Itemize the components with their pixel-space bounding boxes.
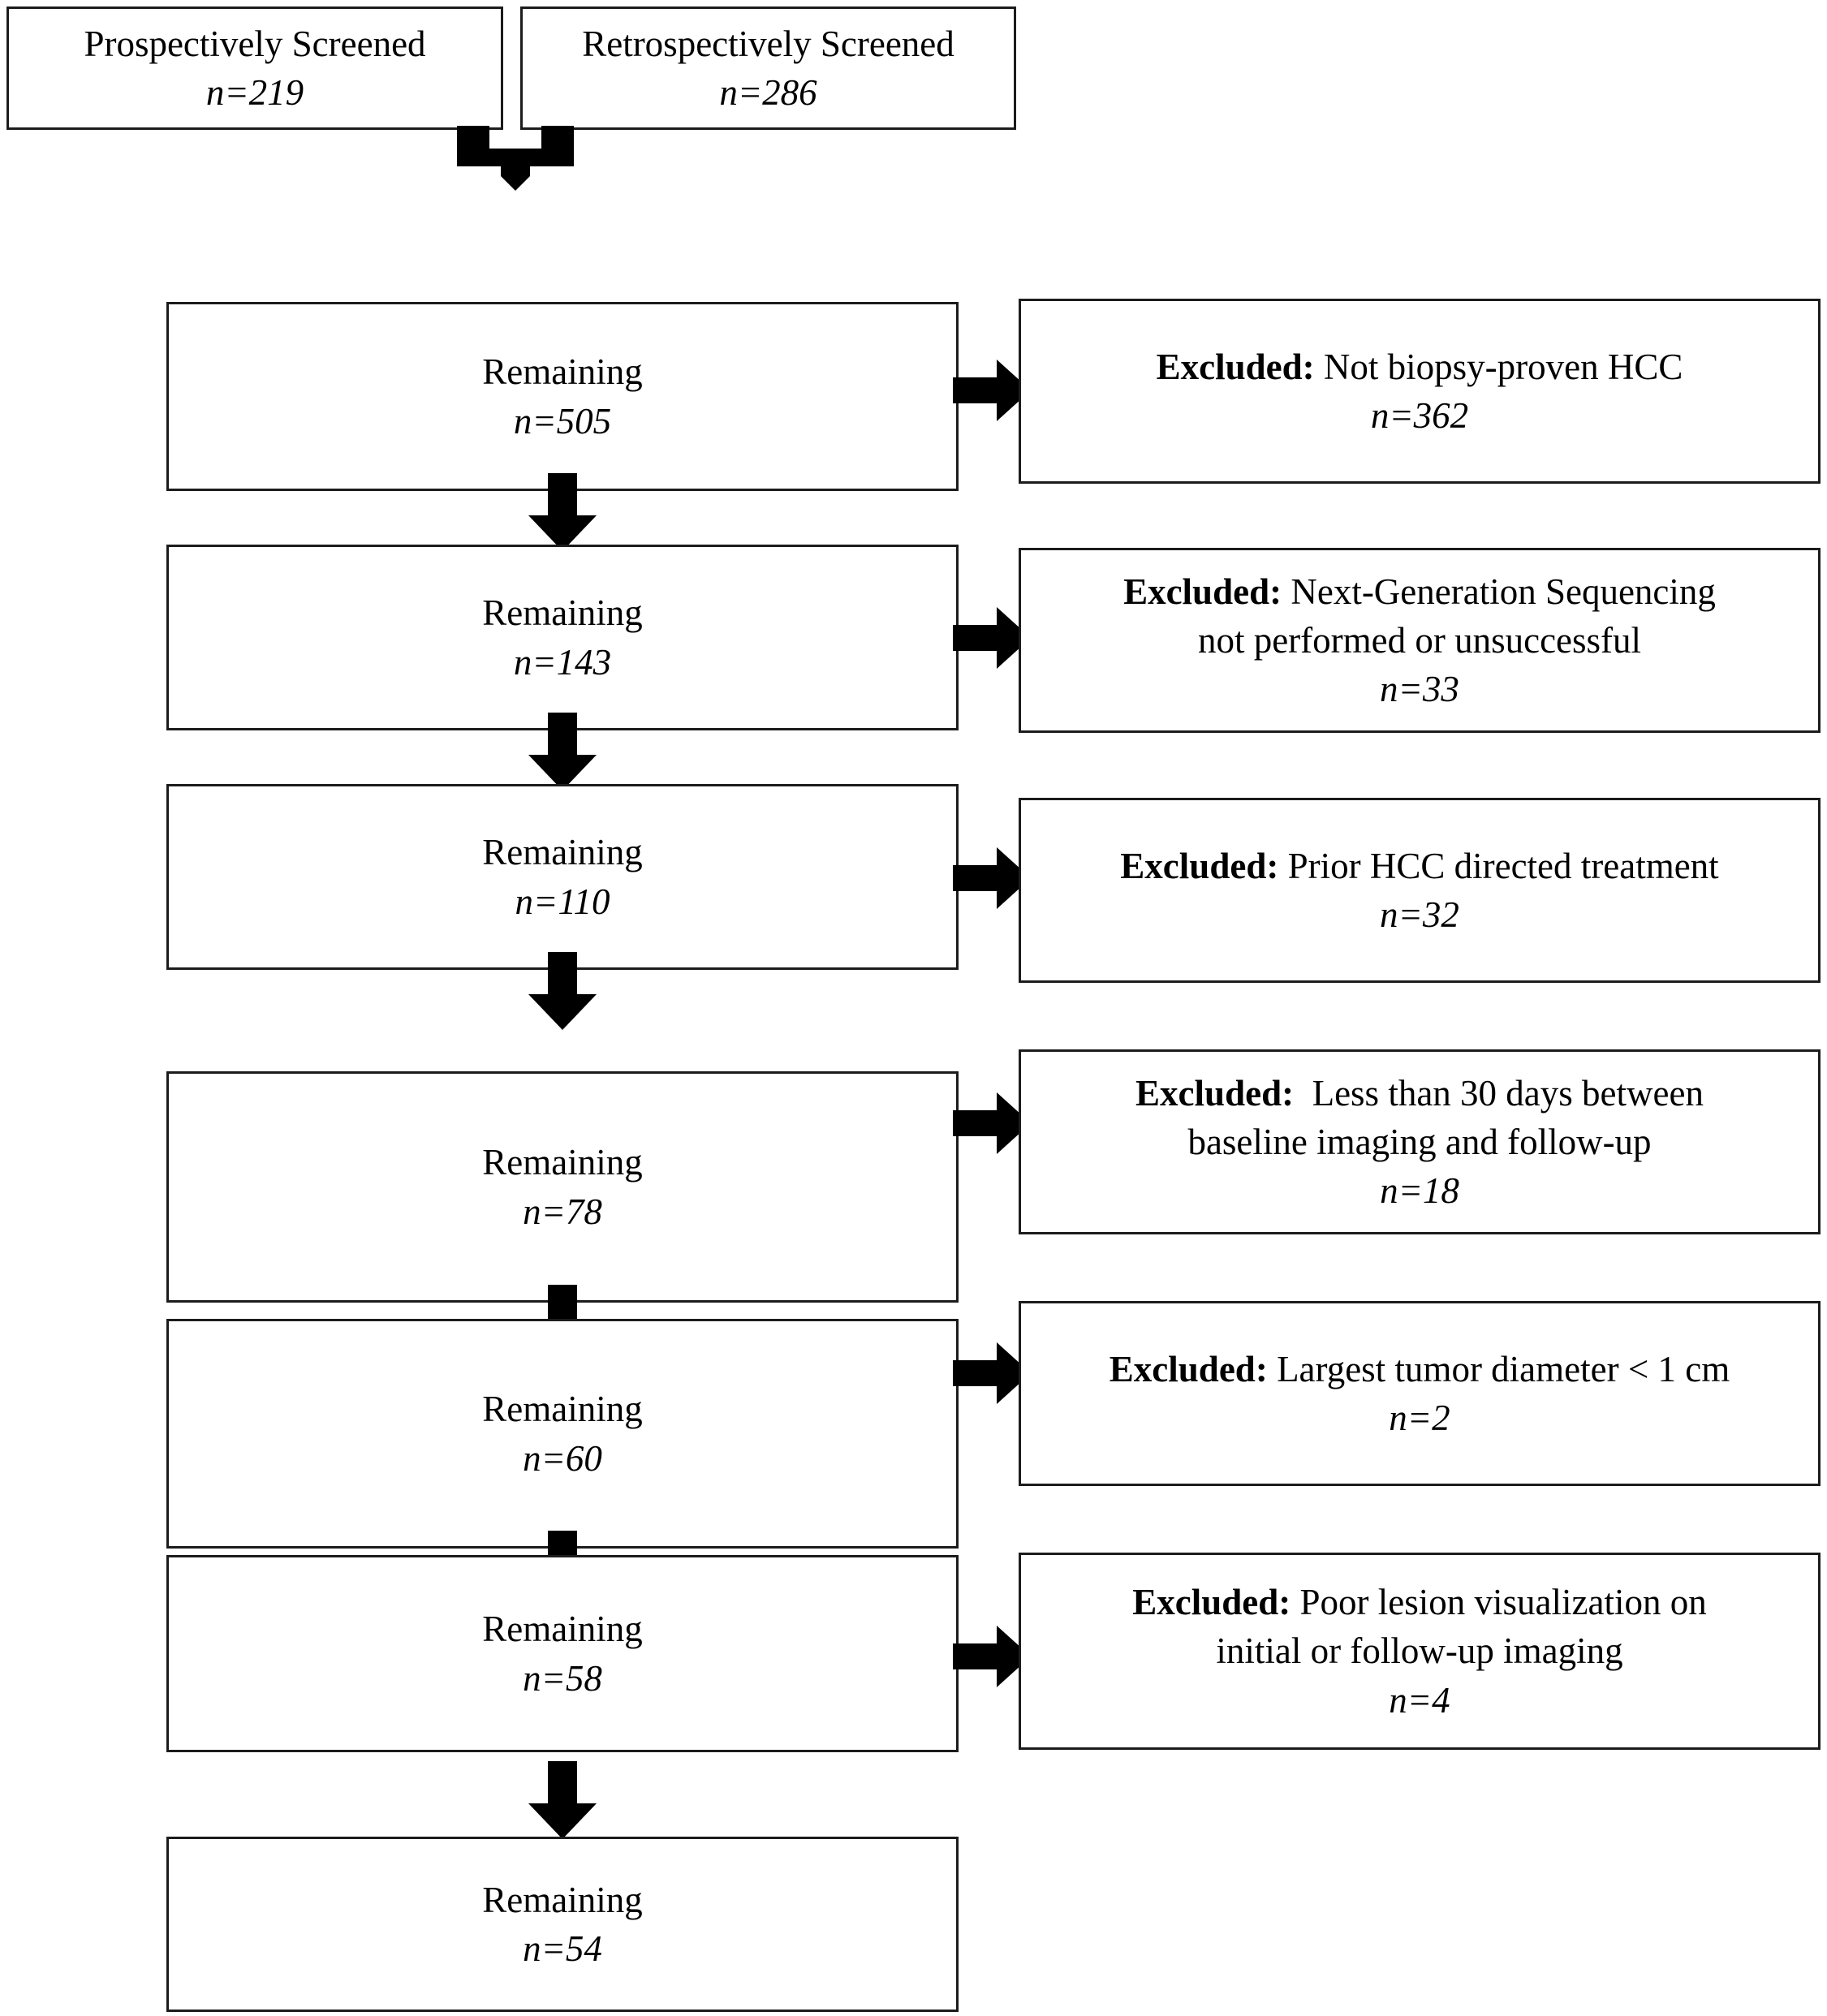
excluded-prefix: Excluded: <box>1156 346 1315 387</box>
node-excluded-33: Excluded: Next-Generation Sequencing not… <box>1019 548 1821 733</box>
node-excluded-362: Excluded: Not biopsy-proven HCC n=362 <box>1019 299 1821 484</box>
arrow-right-icon-1 <box>953 355 1031 426</box>
excluded-text: Excluded: Not biopsy-proven HCC n=362 <box>1135 342 1704 441</box>
node-count: n=219 <box>205 72 304 113</box>
node-remaining-54: Remaining n=54 <box>166 1837 959 2012</box>
node-remaining-58: Remaining n=58 <box>166 1555 959 1752</box>
excluded-count: n=33 <box>1380 669 1459 710</box>
excluded-reason: Next-Generation Sequencing <box>1291 571 1716 612</box>
excluded-line: Excluded: Prior HCC directed treatment <box>1120 842 1718 890</box>
node-title: Remaining <box>482 1389 643 1430</box>
node-prospectively-screened: Prospectively Screened n=219 <box>6 6 503 130</box>
node-count: n=505 <box>513 400 612 442</box>
excluded-count: n=32 <box>1380 894 1459 935</box>
excluded-prefix: Excluded: <box>1132 1582 1291 1623</box>
excluded-count: n=362 <box>1370 395 1469 436</box>
node-count: n=58 <box>523 1657 602 1699</box>
node-title: Remaining <box>482 1609 643 1650</box>
excluded-line-2: initial or follow-up imaging <box>1216 1630 1623 1672</box>
node-excluded-4: Excluded: Poor lesion visualization on i… <box>1019 1553 1821 1750</box>
arrow-down-icon-6 <box>524 1761 601 1839</box>
node-count: n=286 <box>719 72 817 113</box>
arrow-right-icon-5 <box>953 1338 1031 1409</box>
node-count: n=143 <box>513 641 612 683</box>
excluded-text: Excluded: Poor lesion visualization on i… <box>1111 1578 1727 1725</box>
excluded-line: Excluded: Next-Generation Sequencing <box>1123 567 1716 616</box>
arrow-right-icon-6 <box>953 1621 1031 1692</box>
node-title: Remaining <box>482 1879 643 1920</box>
excluded-line-2: not performed or unsuccessful <box>1197 619 1642 661</box>
merge-arrow-down-icon <box>450 126 580 191</box>
node-title: Remaining <box>482 1142 643 1183</box>
excluded-reason: Prior HCC directed treatment <box>1287 845 1719 886</box>
excluded-prefix: Excluded: <box>1135 1072 1295 1114</box>
node-title: Prospectively Screened <box>84 23 426 64</box>
excluded-line: Excluded: Poor lesion visualization on <box>1132 1578 1706 1626</box>
arrow-right-icon-3 <box>953 842 1031 914</box>
node-count: n=54 <box>523 1928 602 1969</box>
excluded-line: Excluded: Not biopsy-proven HCC <box>1157 342 1683 391</box>
excluded-line: Excluded: Largest tumor diameter < 1 cm <box>1110 1345 1730 1394</box>
node-excluded-2: Excluded: Largest tumor diameter < 1 cm … <box>1019 1301 1821 1486</box>
node-retrospectively-screened: Retrospectively Screened n=286 <box>520 6 1016 130</box>
excluded-reason: Less than 30 days between <box>1312 1072 1704 1114</box>
excluded-line-2: baseline imaging and follow-up <box>1187 1121 1652 1162</box>
node-title: Retrospectively Screened <box>582 23 954 64</box>
excluded-text: Excluded: Prior HCC directed treatment n… <box>1099 842 1739 940</box>
node-title: Remaining <box>482 832 643 873</box>
node-count: n=78 <box>523 1191 602 1232</box>
excluded-reason: Poor lesion visualization on <box>1299 1582 1707 1623</box>
excluded-text: Excluded: Next-Generation Sequencing not… <box>1102 567 1737 714</box>
node-remaining-60: Remaining n=60 <box>166 1319 959 1549</box>
excluded-text: Excluded: Largest tumor diameter < 1 cm … <box>1088 1345 1751 1443</box>
excluded-prefix: Excluded: <box>1109 1348 1268 1389</box>
node-count: n=110 <box>515 881 610 922</box>
excluded-reason: Largest tumor diameter < 1 cm <box>1277 1348 1730 1389</box>
node-remaining-78: Remaining n=78 <box>166 1071 959 1303</box>
excluded-prefix: Excluded: <box>1123 571 1282 612</box>
arrow-down-icon-2 <box>524 713 601 790</box>
arrow-down-icon-1 <box>524 473 601 551</box>
node-count: n=60 <box>523 1437 602 1479</box>
node-title: Remaining <box>482 592 643 634</box>
node-remaining-110: Remaining n=110 <box>166 784 959 970</box>
arrow-down-icon-3 <box>524 952 601 1030</box>
excluded-count: n=18 <box>1380 1170 1459 1212</box>
excluded-count: n=4 <box>1389 1679 1450 1721</box>
node-title: Remaining <box>482 351 643 393</box>
arrow-right-icon-2 <box>953 602 1031 674</box>
arrow-right-icon-4 <box>953 1088 1031 1159</box>
node-excluded-18: Excluded: Less than 30 days between base… <box>1019 1049 1821 1234</box>
excluded-reason: Not biopsy-proven HCC <box>1323 346 1683 387</box>
node-remaining-505: Remaining n=505 <box>166 302 959 491</box>
excluded-count: n=2 <box>1389 1398 1450 1438</box>
excluded-line: Excluded: Less than 30 days between <box>1135 1069 1704 1118</box>
excluded-text: Excluded: Less than 30 days between base… <box>1114 1069 1725 1216</box>
excluded-prefix: Excluded: <box>1120 845 1279 886</box>
node-remaining-143: Remaining n=143 <box>166 545 959 730</box>
node-excluded-32: Excluded: Prior HCC directed treatment n… <box>1019 798 1821 983</box>
